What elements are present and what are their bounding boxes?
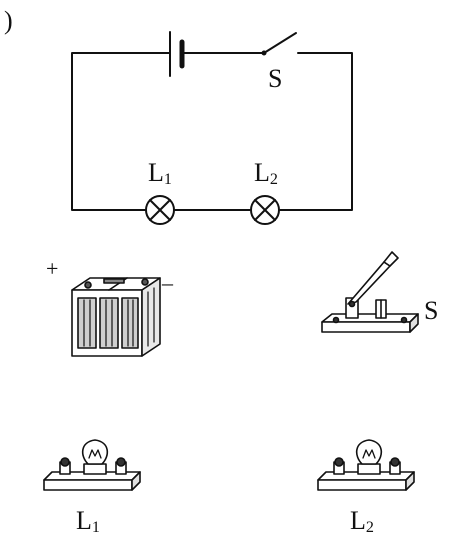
schematic-lamp2-letter: L bbox=[254, 158, 270, 187]
battery-terminals bbox=[84, 278, 149, 289]
picture-lamp2-label: L2 bbox=[350, 508, 374, 536]
schematic-lamp2-index: 2 bbox=[269, 170, 278, 188]
circuit-schematic bbox=[71, 31, 353, 225]
picture-lamp1-label: L1 bbox=[76, 508, 100, 536]
schematic-switch-label: S bbox=[268, 64, 283, 93]
corner-parenthesis: ) bbox=[4, 6, 13, 35]
knife-switch-picture bbox=[321, 251, 419, 333]
battery-picture bbox=[71, 277, 161, 357]
battery-symbol bbox=[169, 31, 185, 77]
picture-lamp1-letter: L bbox=[76, 506, 92, 535]
battery-minus-label: – bbox=[162, 270, 173, 295]
lamp-picture-l2 bbox=[317, 439, 415, 491]
lamp-picture-l1 bbox=[43, 439, 141, 491]
lamp-symbol-l1 bbox=[145, 195, 175, 225]
battery-plus-label: + bbox=[46, 256, 59, 281]
picture-lamp1-index: 1 bbox=[91, 518, 100, 536]
schematic-lamp1-letter: L bbox=[148, 158, 164, 187]
picture-lamp2-letter: L bbox=[350, 506, 366, 535]
schematic-lamp1-label: L1 bbox=[148, 160, 172, 188]
wires bbox=[71, 52, 353, 211]
switch-symbol bbox=[261, 32, 297, 56]
picture-lamp2-index: 2 bbox=[365, 518, 374, 536]
lamp-symbol-l2 bbox=[250, 195, 280, 225]
schematic-lamp2-label: L2 bbox=[254, 160, 278, 188]
picture-switch-label: S bbox=[424, 296, 439, 325]
schematic-lamp1-index: 1 bbox=[163, 170, 172, 188]
